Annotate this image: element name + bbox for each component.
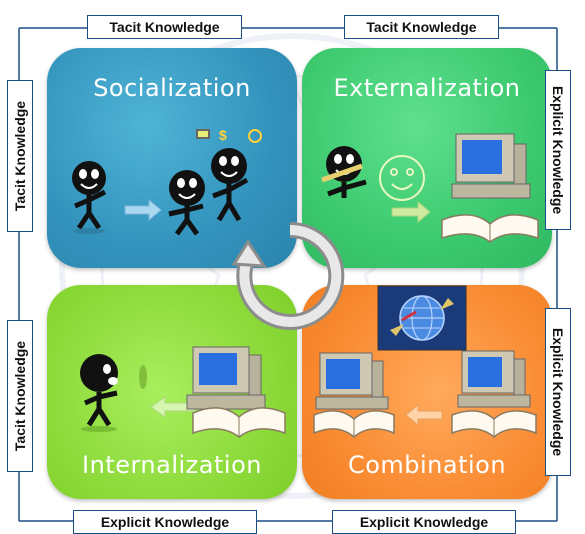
label-top-right: Tacit Knowledge	[344, 15, 499, 39]
label-top-left: Tacit Knowledge	[87, 15, 242, 39]
smiley-person-icon	[168, 170, 205, 236]
smiley-person-icon	[72, 161, 107, 234]
combination-illustration	[313, 350, 537, 438]
open-book-icon	[441, 214, 539, 243]
idea-symbols-icon: $	[196, 127, 262, 143]
label-bottom-right: Explicit Knowledge	[332, 510, 516, 534]
computer-icon	[457, 350, 531, 408]
computer-icon	[186, 346, 266, 410]
internalization-illustration	[80, 346, 286, 438]
label-left-bottom: Tacit Knowledge	[7, 320, 33, 472]
smiley-person-icon	[80, 354, 118, 432]
socialization-illustration: $	[72, 127, 262, 236]
svg-text:$: $	[219, 127, 227, 143]
open-book-icon	[313, 410, 395, 438]
computer-icon	[451, 133, 531, 199]
open-book-icon	[451, 410, 537, 438]
internalization-title: Internalization	[82, 451, 262, 479]
cycle-arrow-icon	[231, 221, 345, 330]
externalization-title: Externalization	[333, 74, 521, 102]
quadrant-socialization: Socialization	[47, 48, 297, 268]
label-right-bottom: Explicit Knowledge	[545, 308, 571, 476]
globe-screen-icon	[377, 285, 467, 351]
label-left-top: Tacit Knowledge	[7, 80, 33, 232]
computer-icon	[315, 352, 389, 410]
socialization-title: Socialization	[93, 74, 251, 102]
quadrant-internalization: Internalization	[47, 285, 297, 499]
open-book-icon	[192, 407, 286, 438]
smiley-person-icon	[211, 148, 249, 222]
label-right-top: Explicit Knowledge	[545, 70, 571, 230]
externalization-illustration	[321, 133, 539, 243]
smiley-person-icon	[321, 146, 367, 198]
quadrant-externalization: Externalization	[302, 48, 552, 268]
combination-title: Combination	[347, 451, 507, 479]
drawn-smiley-icon	[379, 155, 425, 201]
label-bottom-left: Explicit Knowledge	[73, 510, 257, 534]
